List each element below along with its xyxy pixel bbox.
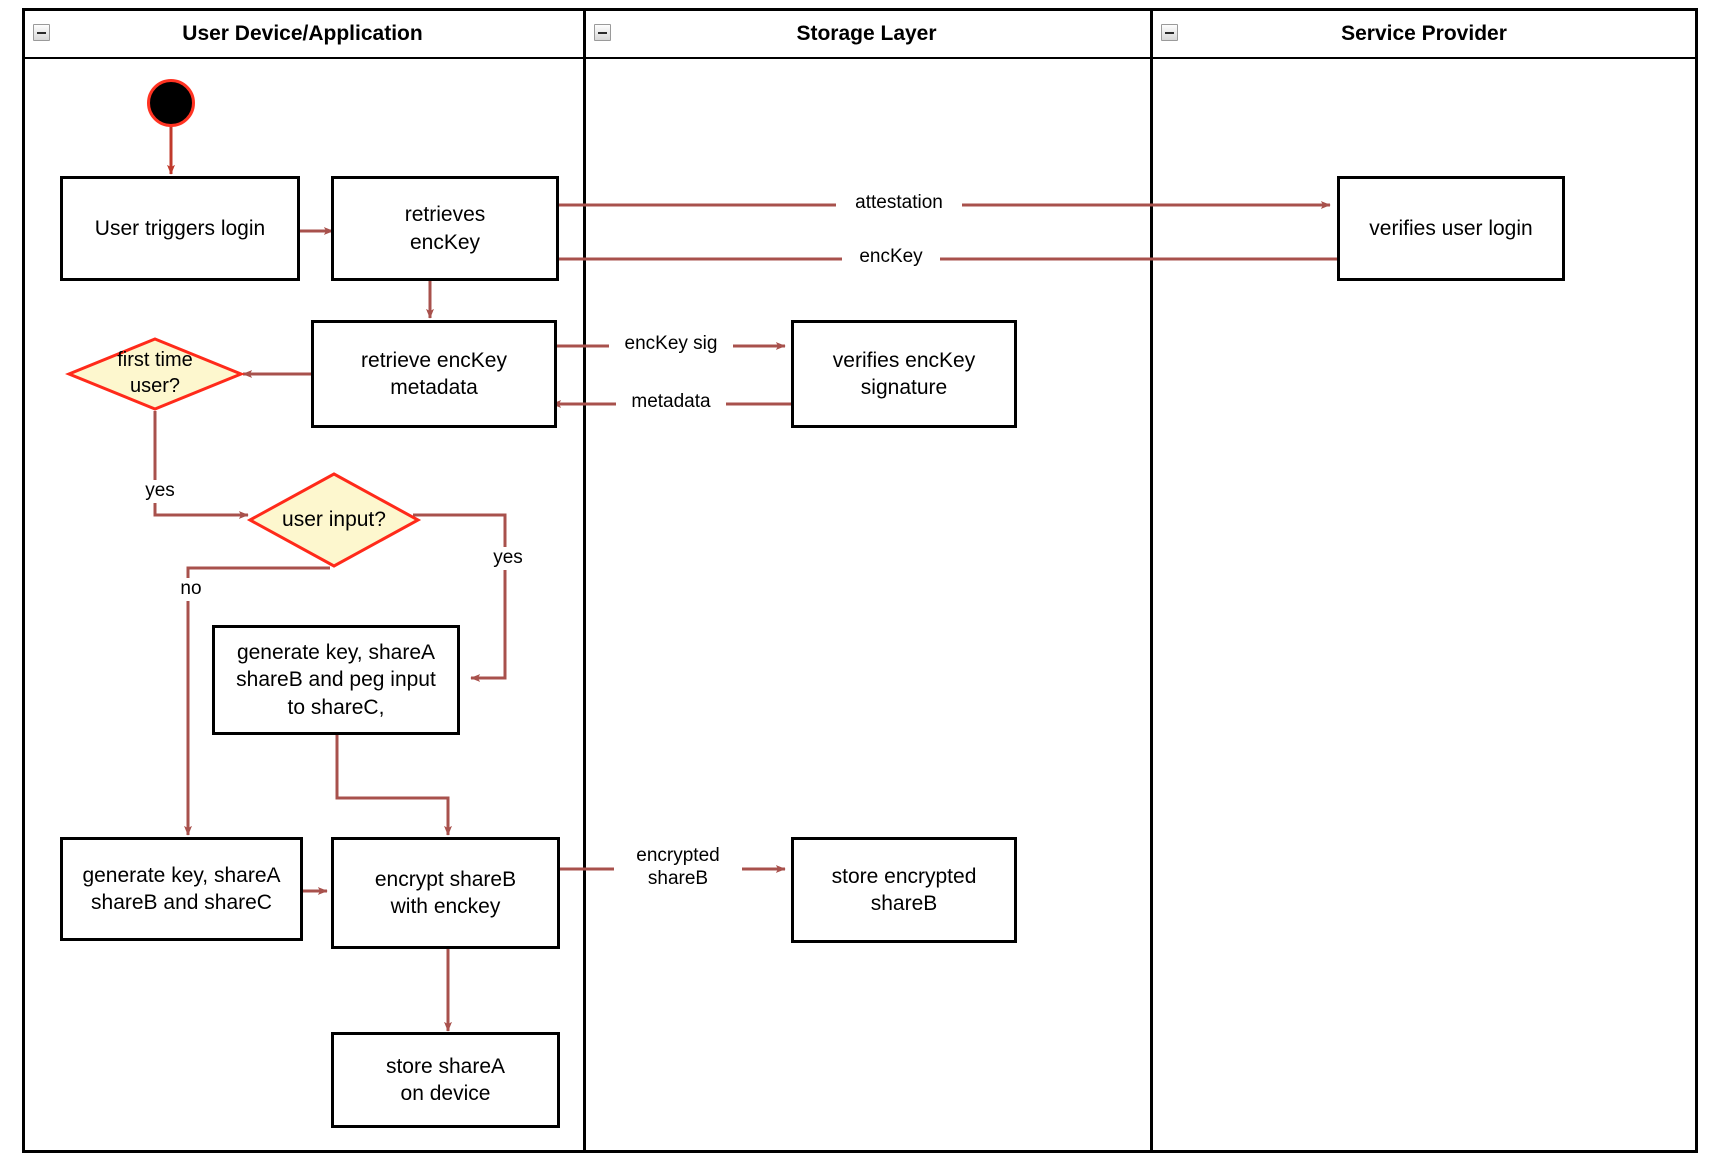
node-verifies-user-login[interactable]: verifies user login xyxy=(1337,176,1565,281)
edge-label-no-user-input: no xyxy=(167,578,215,601)
node-user-triggers-login[interactable]: User triggers login xyxy=(60,176,300,281)
lane-title-service-provider: Service Provider xyxy=(1341,21,1507,45)
decision-first-time-user[interactable]: first time user? xyxy=(65,337,245,411)
lane-divider-1 xyxy=(583,8,586,1153)
edge-label-yes-first-time: yes xyxy=(134,480,186,503)
edge-no-user-input xyxy=(184,566,330,836)
minus-glyph xyxy=(1165,31,1174,34)
collapse-minus-icon-lane-1[interactable] xyxy=(33,24,50,41)
lane-title-user-device: User Device/Application xyxy=(182,21,423,45)
node-verifies-enckey-signature[interactable]: verifies encKey signature xyxy=(791,320,1017,428)
node-generate-shares[interactable]: generate key, shareA shareB and shareC xyxy=(60,837,303,941)
edge-label-metadata: metadata xyxy=(616,391,726,414)
edge-label-yes-user-input: yes xyxy=(482,547,534,570)
minus-glyph xyxy=(37,31,46,34)
lane-title-storage: Storage Layer xyxy=(796,21,937,45)
decision-user-input-shape xyxy=(246,472,422,568)
lane-divider-2 xyxy=(1150,8,1153,1153)
lane-header-separator xyxy=(22,57,1698,59)
edge-label-enckey-sig: encKey sig xyxy=(609,333,733,356)
node-store-sharea-on-device[interactable]: store shareA on device xyxy=(331,1032,560,1128)
decision-user-input[interactable]: user input? xyxy=(246,472,422,568)
node-store-encrypted-shareb[interactable]: store encrypted shareB xyxy=(791,837,1017,943)
edge-yes-user-input xyxy=(413,513,507,682)
edge-label-enckey: encKey xyxy=(842,246,940,269)
edge-peg-to-encrypt xyxy=(335,735,452,836)
node-generate-peg-input[interactable]: generate key, shareA shareB and peg inpu… xyxy=(212,625,460,735)
edge-yes-first-time xyxy=(153,411,249,519)
initial-node xyxy=(147,79,195,127)
node-retrieve-enckey-metadata[interactable]: retrieve encKey metadata xyxy=(311,320,557,428)
decision-first-time-user-shape xyxy=(65,337,245,411)
edge-label-encrypted-shareb: encrypted shareB xyxy=(614,845,742,891)
collapse-minus-icon-lane-2[interactable] xyxy=(594,24,611,41)
collapse-minus-icon-lane-3[interactable] xyxy=(1161,24,1178,41)
decision-user-input-label: user input? xyxy=(282,507,386,531)
node-retrieves-enckey[interactable]: retrieves encKey xyxy=(331,176,559,281)
node-encrypt-shareb[interactable]: encrypt shareB with enckey xyxy=(331,837,560,949)
decision-first-time-user-label: first time user? xyxy=(117,349,193,397)
diagram-frame xyxy=(22,8,1698,1153)
minus-glyph xyxy=(598,31,607,34)
edge-label-attestation: attestation xyxy=(836,192,962,215)
